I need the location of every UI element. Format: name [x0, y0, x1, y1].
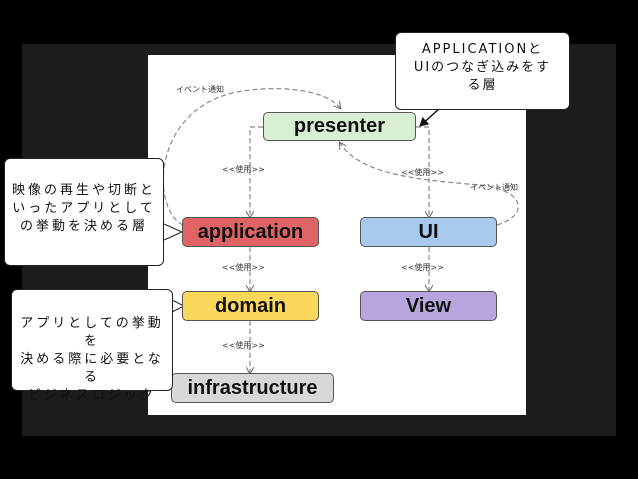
- callout-line: 決める際に必要となる: [20, 352, 164, 385]
- callout-line: アプリとしての挙動を: [20, 316, 164, 349]
- infrastructure-box: infrastructure: [171, 373, 334, 403]
- event-notification-label-top: イベント通知: [176, 85, 224, 94]
- callout-line: いったアプリとして: [12, 201, 156, 216]
- callout-line: ビジネスロジック: [27, 388, 156, 403]
- application-box: application: [182, 217, 319, 247]
- use-label-presenter-ui: <<使用>>: [401, 168, 444, 177]
- event-connector-ui-presenter: [340, 143, 519, 226]
- event-connector-application-presenter: [162, 88, 340, 226]
- callout-pointer-application: [163, 223, 184, 241]
- use-label-presenter-application: <<使用>>: [222, 165, 265, 174]
- callout-line: 映像の再生や切断と: [11, 183, 156, 198]
- use-label-ui-view: <<使用>>: [401, 263, 444, 272]
- use-label-domain-infrastructure: <<使用>>: [222, 341, 265, 350]
- view-box: View: [360, 291, 497, 321]
- ui-box: UI: [360, 217, 497, 247]
- event-notification-label-right: イベント通知: [470, 183, 518, 192]
- connector-presenter-application: [250, 126, 263, 217]
- callout-line: の挙動を決める層: [19, 219, 148, 234]
- callout-pointer-top: [419, 107, 441, 127]
- callout-line: APPLICATIONと: [421, 42, 544, 57]
- presenter-box: presenter: [263, 112, 416, 141]
- connector-presenter-ui: [416, 126, 429, 217]
- callout-domain-description: アプリとしての挙動を 決める際に必要となる ビジネスロジック: [11, 289, 173, 403]
- domain-box: domain: [182, 291, 319, 321]
- callout-presenter-description: APPLICATIONと UIのつなぎ込みをす る層: [395, 32, 570, 110]
- callout-line: る層: [467, 78, 498, 93]
- callout-application-description: 映像の再生や切断と いったアプリとして の挙動を決める層: [4, 158, 164, 266]
- use-label-application-domain: <<使用>>: [222, 263, 265, 272]
- callout-line: UIのつなぎ込みをす: [413, 60, 552, 75]
